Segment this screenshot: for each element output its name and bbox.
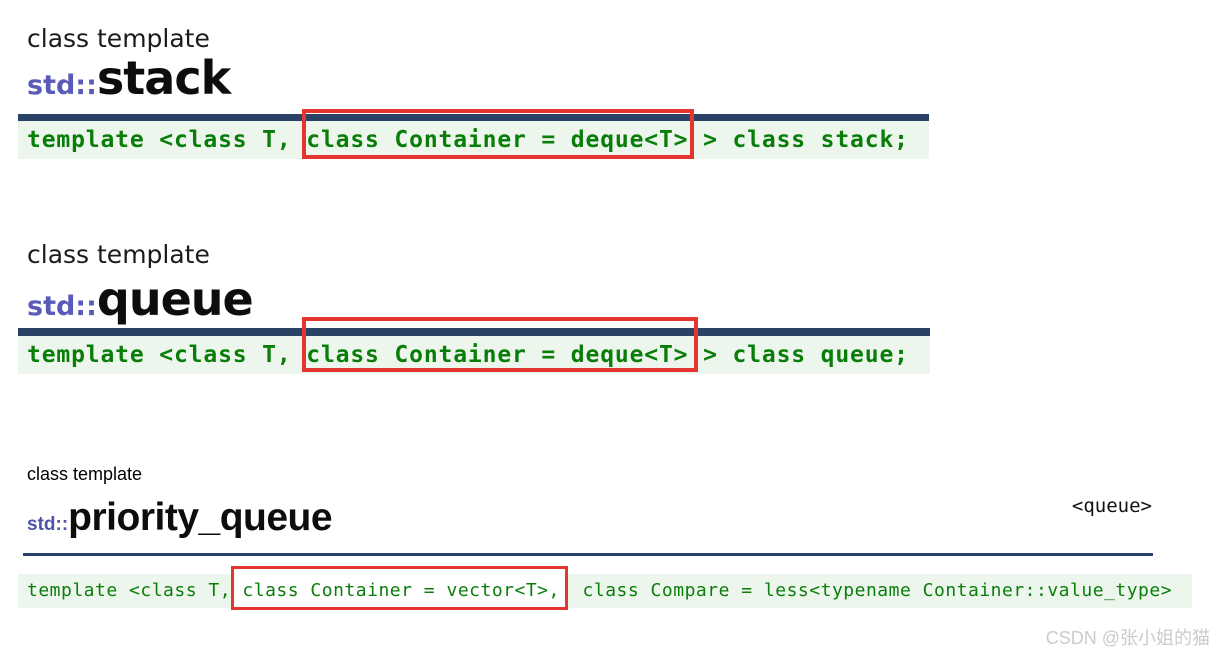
csdn-watermark: CSDN @张小姐的猫 xyxy=(1045,628,1210,648)
stack-declaration-background xyxy=(18,121,929,159)
priority-queue-declaration-code: template <class T, class Container = vec… xyxy=(27,574,1172,608)
queue-code-pre: template <class T, xyxy=(27,342,307,368)
priority-queue-class-name: priority_queue xyxy=(68,496,333,539)
queue-declaration-background xyxy=(18,336,930,374)
priority-queue-code-post: class Compare = less<typename Container:… xyxy=(559,580,1173,601)
stack-kind-label: class template xyxy=(27,24,210,53)
queue-highlight-box xyxy=(302,317,698,372)
stack-code-post: > class stack; xyxy=(688,127,909,153)
stack-divider-rule xyxy=(18,114,929,121)
queue-namespace-prefix: std:: xyxy=(27,291,97,322)
stack-code-pre: template <class T, xyxy=(27,127,307,153)
stack-namespace-prefix: std:: xyxy=(27,70,97,101)
stack-declaration-code: template <class T, class Container = deq… xyxy=(27,121,909,159)
stack-code-boxed: class Container = deque<T> xyxy=(306,127,689,153)
priority-queue-code-boxed: class Container = vector<T>, xyxy=(231,580,560,601)
queue-declaration-code: template <class T, class Container = deq… xyxy=(27,336,909,374)
priority-queue-kind-label: class template xyxy=(27,464,143,484)
queue-class-name: queue xyxy=(96,272,254,326)
priority-queue-divider-rule xyxy=(23,553,1153,556)
queue-divider-rule xyxy=(18,328,930,336)
priority-queue-code-pre: template <class T, xyxy=(27,580,232,601)
stack-class-name: stack xyxy=(96,51,231,105)
queue-code-boxed: class Container = deque<T> xyxy=(306,342,689,368)
queue-header-name: <queue> xyxy=(1071,495,1152,517)
stack-highlight-box xyxy=(302,109,694,159)
queue-code-post: > class queue; xyxy=(688,342,909,368)
priority-queue-namespace-prefix: std:: xyxy=(27,514,69,535)
queue-title: std::queue xyxy=(27,272,254,326)
stack-title: std::stack xyxy=(27,51,231,105)
priority-queue-title: std::priority_queue xyxy=(27,496,333,539)
priority-queue-declaration-background xyxy=(18,574,1192,608)
queue-kind-label: class template xyxy=(27,240,210,269)
priority-queue-highlight-box xyxy=(231,566,568,610)
